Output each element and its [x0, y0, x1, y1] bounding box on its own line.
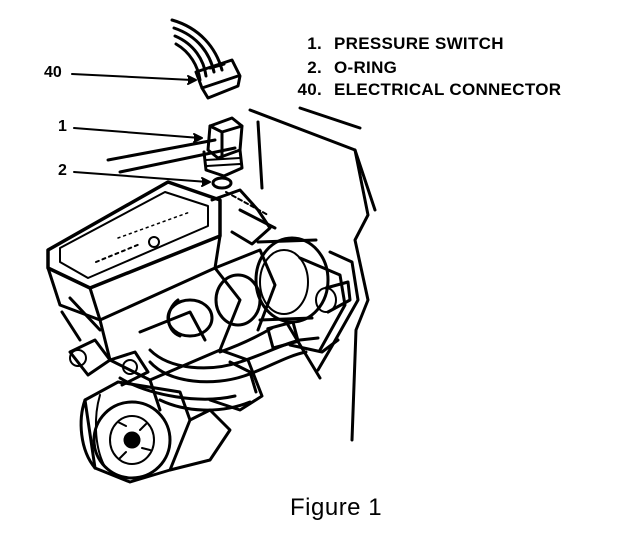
brake-lines — [118, 320, 340, 412]
pressure-switch-part — [202, 116, 244, 178]
legend-item-pressure-switch: 1. PRESSURE SWITCH — [292, 34, 504, 54]
pump-motor — [79, 380, 232, 484]
proportioning-valve — [68, 338, 264, 412]
callout-2: 2 — [58, 162, 67, 179]
legend-number: 1. — [307, 34, 322, 53]
legend-item-electrical-connector: 40. ELECTRICAL CONNECTOR — [292, 80, 561, 100]
electrical-connector-part — [170, 18, 242, 100]
callout-40: 40 — [44, 64, 62, 81]
legend-label: O-RING — [334, 58, 398, 77]
leader-lines — [71, 73, 211, 187]
firewall-panel — [248, 106, 377, 442]
o-ring-part — [211, 176, 233, 190]
legend-number: 2. — [307, 58, 322, 77]
figure-caption: Figure 1 — [290, 494, 383, 521]
legend-number: 40. — [297, 80, 322, 99]
callout-1: 1 — [58, 118, 67, 135]
fender-lines — [60, 138, 237, 342]
legend-label: ELECTRICAL CONNECTOR — [334, 80, 562, 99]
switch-port — [210, 188, 277, 246]
legend-item-o-ring: 2. O-RING — [292, 58, 397, 78]
legend-label: PRESSURE SWITCH — [334, 34, 504, 53]
booster-canister — [254, 236, 352, 324]
